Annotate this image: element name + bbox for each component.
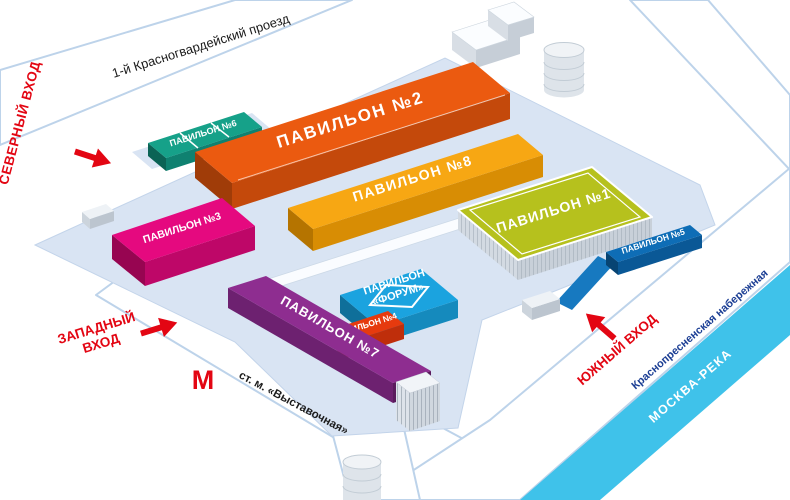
pavilion-1-roof	[457, 166, 653, 261]
south-walkway	[556, 256, 614, 310]
pavilion-3-roof	[112, 198, 255, 262]
pavilion-8-roof	[288, 134, 543, 229]
pavilion-6-roof	[148, 112, 262, 158]
road-embankment	[367, 167, 790, 500]
pavilion-5-front-wall	[618, 235, 702, 275]
pavilion-3: ПАВИЛЬОН №3	[112, 198, 255, 286]
metro-icon: М	[192, 365, 215, 395]
unlabeled-building-2	[487, 1, 535, 41]
storage-tank-bottom	[342, 454, 382, 500]
storage-tank	[543, 42, 585, 98]
pavilion-7-roof	[228, 276, 431, 383]
west-entrance-arrow-icon	[140, 317, 178, 337]
road-north	[0, 0, 353, 146]
moskva-river	[520, 265, 790, 500]
service-building-south	[522, 291, 560, 320]
pavilion-5-end-wall	[606, 252, 618, 275]
pavilion-2-front-wall	[232, 93, 510, 209]
pavilion-forum-skylight	[367, 283, 431, 309]
pavilion-3-end-wall	[112, 235, 145, 286]
pavilion-6-end-wall	[148, 143, 166, 171]
pavilion-2-roof	[195, 62, 510, 183]
pavilion-5-roof	[606, 225, 702, 262]
road-top-right	[629, 0, 790, 171]
pavilion-8-end-wall	[288, 208, 313, 251]
north-entrance-arrow-icon	[73, 148, 112, 168]
pavilion-7-front-wall	[228, 288, 393, 403]
pavilion-forum-roof	[340, 269, 458, 326]
pavilion-1: ПАВИЛЬОН №1	[457, 166, 653, 280]
striped-annex	[395, 371, 441, 431]
pavilion-3-front-wall	[145, 226, 255, 286]
south-entrance-arrow-icon	[585, 313, 617, 341]
pavilion-8-front-wall	[313, 155, 543, 251]
pavilion-2-end-wall	[195, 152, 232, 209]
service-building-west	[82, 204, 114, 229]
